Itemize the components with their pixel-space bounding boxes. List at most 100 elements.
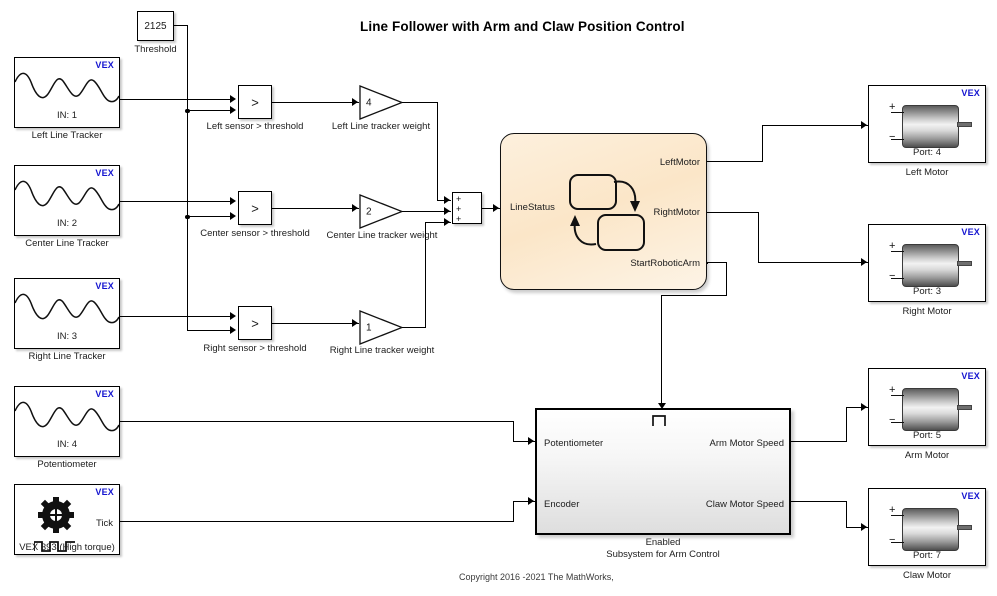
motor-label-claw: Claw Motor — [902, 570, 952, 581]
subsystem-output-claw-motor-speed: Claw Motor Speed — [705, 499, 784, 510]
source-port-text: IN: 1 — [56, 110, 78, 121]
motor-block-claw[interactable]: VEX + − Port: 7 — [868, 488, 986, 566]
source-block-right-line-tracker[interactable]: VEX IN: 3 — [14, 278, 120, 349]
relop-label-right: Right sensor > threshold — [203, 343, 307, 354]
wire-threshold-to-center — [187, 216, 232, 218]
arrow-left-sensor — [230, 95, 236, 103]
arrow-sum-in1 — [444, 196, 450, 204]
relop-symbol: > — [251, 94, 259, 110]
wire-center-sensor — [120, 201, 232, 203]
motor-lead-minus — [891, 542, 904, 544]
sum-block[interactable]: + + + — [452, 192, 482, 224]
arrow-right-motor-in — [861, 258, 867, 266]
arrow-sum-in3 — [444, 218, 450, 226]
enable-port-icon — [652, 415, 666, 426]
arrow-claw-motor-in — [861, 523, 867, 531]
wire-leftmotor-v — [762, 125, 764, 162]
copyright-note: Copyright 2016 -2021 The MathWorks, — [459, 572, 614, 582]
motor-minus-terminal: − — [889, 534, 896, 546]
motor-body-icon — [902, 508, 959, 551]
motor-port-text: Port: 4 — [913, 147, 941, 158]
subsystem-input-potentiometer: Potentiometer — [544, 438, 604, 449]
source-label-left-line-tracker: Left Line Tracker — [31, 130, 103, 141]
sine-wave-icon — [15, 72, 119, 103]
sum-sign-1: + — [456, 194, 462, 204]
wire-pot-v — [513, 421, 515, 442]
motor-lead-plus — [891, 251, 904, 253]
motor-shaft-icon — [957, 405, 972, 410]
vex-badge: VEX — [95, 281, 114, 291]
wire-arm-h1 — [791, 441, 847, 443]
subsystem-caption-line2: Subsystem for Arm Control — [606, 549, 720, 560]
arrow-left-motor-in — [861, 121, 867, 129]
enabled-subsystem-block[interactable]: Potentiometer Encoder Arm Motor Speed Cl… — [535, 408, 791, 535]
wire-leftmotor-h2 — [762, 125, 868, 127]
state-box-upper — [569, 174, 617, 210]
arrow-sum-in2 — [444, 207, 450, 215]
wire-gain-left-down — [437, 102, 439, 201]
source-block-left-line-tracker[interactable]: VEX IN: 1 — [14, 57, 120, 128]
chart-input-linestatus: LineStatus — [510, 202, 555, 213]
source-block-encoder[interactable]: VEX Tick — [14, 484, 120, 555]
sine-wave-icon — [15, 401, 119, 432]
arrow-subsys-pot-in — [528, 437, 534, 445]
constant-block-threshold[interactable]: 2125 — [137, 11, 174, 41]
source-port-text: IN: 3 — [56, 331, 78, 342]
relop-label-left: Left sensor > threshold — [206, 121, 304, 132]
stateflow-chart-block[interactable]: LineStatus LeftMotor RightMotor StartRob… — [500, 133, 707, 290]
gain-block-left[interactable]: 4 — [359, 85, 404, 120]
wire-gain-center-out — [402, 211, 451, 213]
motor-minus-terminal: − — [889, 414, 896, 426]
gain-triangle-icon — [359, 310, 404, 345]
motor-lead-plus — [891, 112, 904, 114]
motor-label-right: Right Motor — [902, 306, 952, 317]
motor-lead-minus — [891, 139, 904, 141]
source-label-encoder: VEX 393 (High torque) — [19, 542, 115, 553]
wire-claw-h1 — [791, 501, 847, 503]
arrow-threshold-center — [230, 212, 236, 220]
wire-left-sensor — [120, 99, 232, 101]
pulse-wave-icon — [34, 541, 75, 552]
motor-plus-terminal: + — [889, 240, 896, 252]
motor-minus-terminal: − — [889, 131, 896, 143]
gain-block-right[interactable]: 1 — [359, 310, 404, 345]
motor-plus-terminal: + — [889, 504, 896, 516]
motor-lead-minus — [891, 278, 904, 280]
wire-enc-h2 — [513, 501, 535, 503]
sum-sign-3: + — [456, 214, 462, 224]
motor-block-right[interactable]: VEX + − Port: 3 — [868, 224, 986, 302]
relational-operator-center[interactable]: > — [238, 191, 272, 225]
vex-badge: VEX — [95, 168, 114, 178]
arrow-gain-right-in — [352, 319, 358, 327]
wire-gain-right-up — [425, 222, 427, 328]
relop-label-center: Center sensor > threshold — [200, 228, 310, 239]
motor-block-arm[interactable]: VEX + − Port: 5 — [868, 368, 986, 446]
motor-port-text: Port: 5 — [913, 430, 941, 441]
motor-shaft-icon — [957, 122, 972, 127]
relational-operator-right[interactable]: > — [238, 306, 272, 340]
gain-value: 2 — [366, 206, 372, 217]
arrow-threshold-left — [230, 106, 236, 114]
arrow-threshold-right — [230, 326, 236, 334]
source-block-potentiometer[interactable]: VEX IN: 4 — [14, 386, 120, 457]
constant-value: 2125 — [144, 20, 167, 32]
gain-label-left: Left Line tracker weight — [331, 121, 431, 132]
sine-wave-icon — [15, 293, 119, 324]
motor-lead-plus — [891, 515, 904, 517]
wire-threshold-v — [187, 25, 189, 331]
chart-output-leftmotor: LeftMotor — [659, 157, 700, 168]
vex-badge: VEX — [95, 389, 114, 399]
relational-operator-left[interactable]: > — [238, 85, 272, 119]
relop-symbol: > — [251, 200, 259, 216]
wire-relop-left-to-gain — [272, 102, 359, 104]
wire-enc-h1 — [120, 521, 514, 523]
gain-value: 1 — [366, 322, 372, 333]
motor-body-icon — [902, 388, 959, 431]
source-block-center-line-tracker[interactable]: VEX IN: 2 — [14, 165, 120, 236]
motor-label-left: Left Motor — [905, 167, 949, 178]
motor-block-left[interactable]: VEX + − Port: 4 — [868, 85, 986, 163]
source-label-right-line-tracker: Right Line Tracker — [28, 351, 106, 362]
encoder-output-label: Tick — [95, 518, 113, 529]
state-box-lower — [597, 214, 645, 251]
gain-block-center[interactable]: 2 — [359, 194, 404, 229]
